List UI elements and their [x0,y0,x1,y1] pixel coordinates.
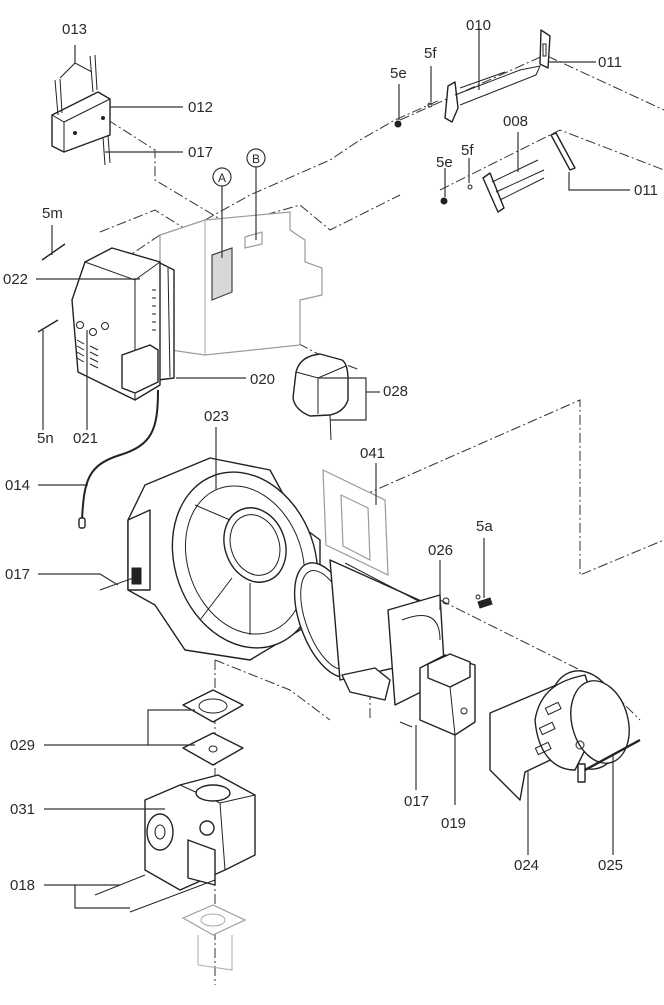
callout-013: 013 [62,21,87,38]
callout-029: 029 [10,737,35,754]
callout-5e-lower: 5e [436,154,453,171]
callout-031: 031 [10,801,35,818]
callout-017-top: 017 [188,144,213,161]
callout-017-fan: 017 [5,566,30,583]
part-028-cover [292,353,349,441]
callout-5f-upper: 5f [424,45,437,62]
label-area-a [211,247,233,301]
callout-5a: 5a [476,518,493,535]
part-5n-screw [37,319,59,333]
callout-022: 022 [3,271,28,288]
callout-017-bottom: 017 [404,793,429,810]
marker-a-label: A [218,171,226,185]
callout-011-upper: 011 [598,54,622,71]
part-024-motor [489,670,630,801]
callout-018: 018 [10,877,35,894]
callout-5n: 5n [37,430,54,447]
part-008-electrode-lower [440,132,576,213]
part-012-ignition-transformer [51,91,111,153]
marker-a: A [212,167,232,258]
callout-020: 020 [250,371,275,388]
part-014-cable [78,389,159,529]
callout-041: 041 [360,445,385,462]
callout-028: 028 [383,383,408,400]
callout-011-lower: 011 [634,182,658,199]
callout-019: 019 [441,815,466,832]
callout-021: 021 [73,430,98,447]
callout-012: 012 [188,99,213,116]
marker-b-label: B [252,152,260,166]
mounting-bracket [159,211,323,356]
callout-008: 008 [503,113,528,130]
leader-lines [36,28,630,909]
part-031-oil-pump [144,774,256,891]
callout-labels: 013 012 017 010 011 5e 5f 008 5e 5f 011 … [3,17,658,894]
callout-5e-upper: 5e [390,65,407,82]
part-5a-screw [475,594,493,609]
callout-014: 014 [5,477,30,494]
part-021-control-unit [71,247,161,401]
callout-010: 010 [466,17,491,34]
callout-5m: 5m [42,205,63,222]
part-013-screws [54,45,98,116]
part-010-electrode-upper [394,29,551,128]
part-fire-tube [293,559,431,701]
callout-023: 023 [204,408,229,425]
part-041-gasket [322,469,389,576]
callout-025: 025 [598,857,623,874]
nozzle-flange [181,904,247,971]
callout-5f-lower: 5f [461,142,474,159]
marker-b: B [246,148,266,240]
part-5m-screw [41,243,66,261]
callout-026: 026 [428,542,453,559]
callout-024: 024 [514,857,539,874]
part-017-screws-top [102,134,111,166]
part-019-ignition-transformer [399,653,476,736]
part-029-gaskets [182,689,244,766]
